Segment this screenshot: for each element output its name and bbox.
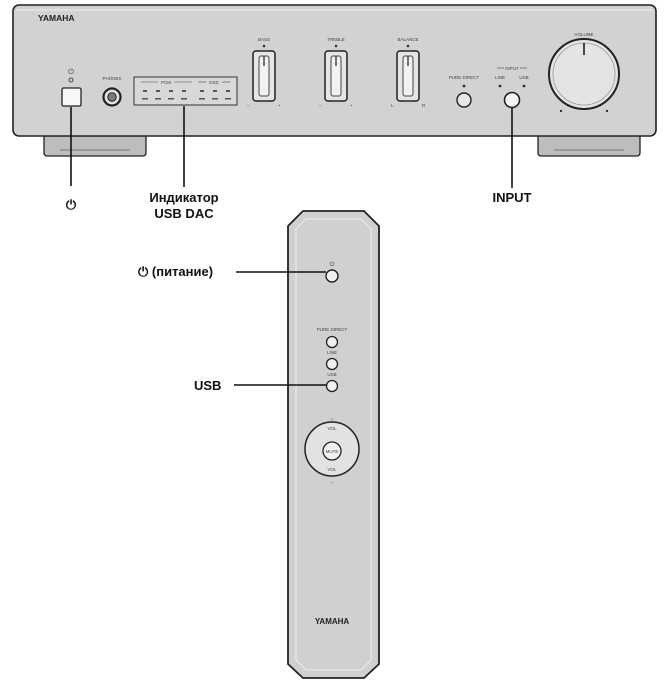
bass-label: BASS [258,37,270,42]
callout-usb-dac-line2: USB DAC [154,206,214,221]
input-option-usb: USB [519,75,528,80]
svg-text:L: L [391,103,394,108]
remote-mute-label: MUTE [326,449,339,454]
remote-power-button[interactable] [325,269,339,283]
pure-direct-label: PURE DIRECT [449,75,480,80]
usb-dac-pcm-label: PCM [161,80,171,85]
remote-control: ⏻ PURE DIRECT LINE USB + VOL MUTE VOL – … [287,210,380,679]
remote-mute-button[interactable] [322,441,342,461]
callout-remote-usb: USB [194,378,221,393]
remote-pure-direct-label: PURE DIRECT [317,327,348,332]
svg-text:–: – [319,103,322,108]
svg-text:+: + [331,417,334,422]
input-button[interactable] [503,91,521,109]
bass-knob-group: BASS – + [247,37,281,108]
input-group-label: INPUT [505,66,519,71]
input-option-line: LINE [495,75,505,80]
callout-lines [70,106,513,188]
svg-text:R: R [422,103,426,108]
remote-line-label: LINE [327,350,337,355]
usb-dac-indicator-panel: PCM DSD [133,76,238,106]
volume-knob[interactable] [548,38,620,110]
amplifier-right-foot [537,133,641,157]
callout-input: INPUT [493,190,532,205]
usb-dac-dsd-label: DSD [209,80,219,85]
svg-text:+: + [278,103,281,108]
amplifier-phones-label: PHONES [102,76,121,81]
pure-direct-button[interactable] [456,92,472,108]
remote-usb-button[interactable] [325,379,339,393]
remote-vol-down-label: VOL [327,467,337,472]
amplifier-power-led [68,77,74,83]
remote-callout-lines [234,271,326,386]
amplifier-brand-logo: YAMAHA [38,13,75,23]
treble-knob-group: TREBLE – + [319,37,353,108]
balance-knob-group: BALANCE L R [391,37,426,108]
balance-label: BALANCE [397,37,418,42]
callout-remote-power: ⏻ (питание) [138,264,213,279]
callout-power: ⏻ [66,197,77,212]
svg-text:–: – [247,103,250,108]
remote-brand-logo: YAMAHA [315,617,350,626]
volume-label: VOLUME [574,32,593,37]
svg-text:+: + [350,103,353,108]
treble-label: TREBLE [327,37,345,42]
remote-power-icon: ⏻ [330,261,335,268]
amplifier-left-foot [43,133,147,157]
remote-pure-direct-button[interactable] [325,335,339,349]
remote-vol-up-label: VOL [327,426,337,431]
remote-usb-label: USB [327,372,336,377]
amplifier: YAMAHA ⏻ PHONES PCM DSD [12,4,657,157]
amplifier-power-button[interactable] [61,87,82,107]
remote-line-button[interactable] [325,357,339,371]
amplifier-power-icon: ⏻ [68,68,74,76]
callout-usb-dac-line1: Индикатор [149,190,218,205]
svg-text:–: – [331,480,334,485]
